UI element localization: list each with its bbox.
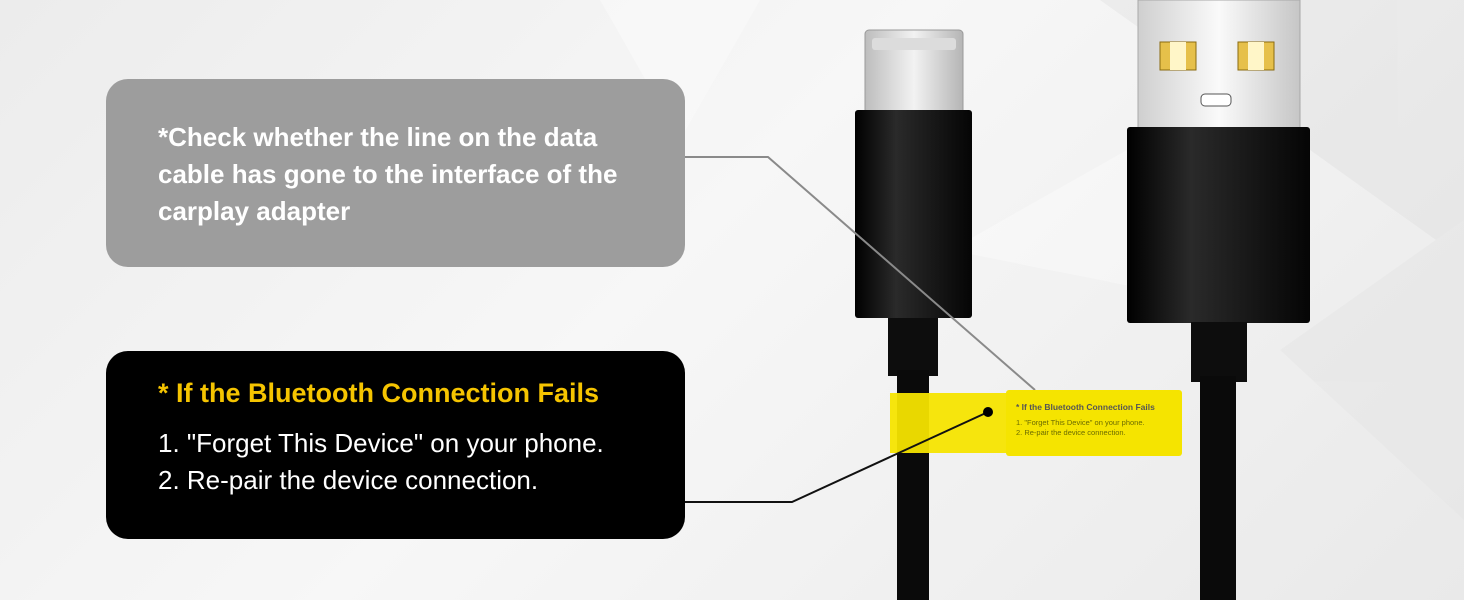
cable-tag-step: 2. Re-pair the device connection. xyxy=(1016,428,1126,437)
usb-c-connector xyxy=(855,29,972,600)
usb-a-connector xyxy=(1127,0,1310,600)
step-item: 2. Re-pair the device connection. xyxy=(158,465,539,495)
bluetooth-fail-callout: * If the Bluetooth Connection Fails 1. "… xyxy=(106,351,685,539)
leader-line-gray xyxy=(685,156,1036,391)
cable-tag-label: * If the Bluetooth Connection Fails 1. "… xyxy=(1006,390,1182,456)
leader-dot xyxy=(983,407,993,417)
cable-tag-title: * If the Bluetooth Connection Fails xyxy=(1016,402,1155,412)
cable-strap xyxy=(890,393,1008,453)
leader-line-black xyxy=(685,411,989,503)
check-cable-text: *Check whether the line on the data cabl… xyxy=(158,122,618,226)
bluetooth-fail-steps: 1. "Forget This Device" on your phone. 2… xyxy=(158,425,655,499)
check-cable-callout: *Check whether the line on the data cabl… xyxy=(106,79,685,267)
step-item: 1. "Forget This Device" on your phone. xyxy=(158,428,604,458)
cable-tag-step: 1. "Forget This Device" on your phone. xyxy=(1016,418,1145,427)
bluetooth-fail-title: * If the Bluetooth Connection Fails xyxy=(158,378,599,408)
